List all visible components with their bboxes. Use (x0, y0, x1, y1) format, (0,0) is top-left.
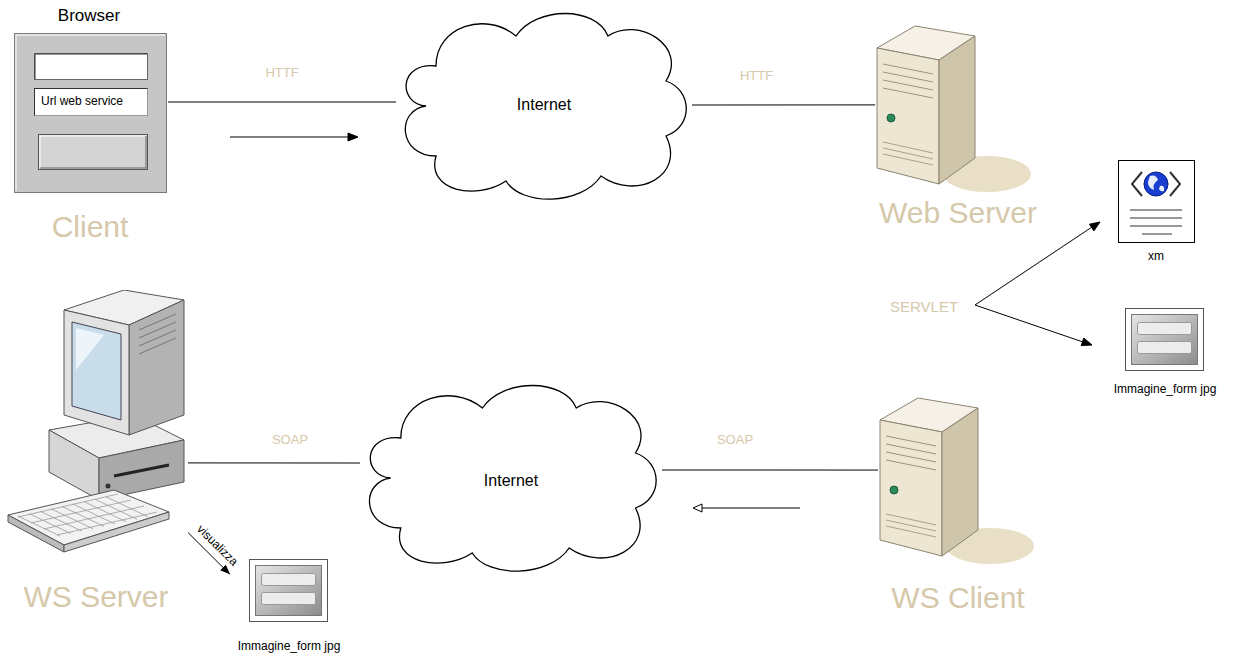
drawing-part (40, 136, 146, 168)
label-text: Immagine_form jpg (1114, 383, 1217, 397)
internet-cloud: Internet (396, 6, 692, 206)
xml-file: xm (1112, 158, 1202, 270)
drawing-part (139, 314, 176, 354)
browser-window: BrowserClient Url web service (10, 6, 168, 246)
web-server: Web Server (875, 8, 1041, 236)
drawing-part (886, 514, 936, 537)
connector-line (692, 104, 875, 105)
drawing-part (250, 560, 328, 622)
drawing-part (49, 430, 99, 500)
servlet-label: SERVLET (890, 298, 958, 315)
drawing-part (701, 508, 800, 509)
drawing-part (1126, 309, 1204, 371)
drawing-part (1144, 172, 1168, 196)
drawing-part (18, 494, 157, 536)
drawing-part (348, 133, 358, 141)
drawing-part (114, 465, 169, 476)
edge-label: SOAP (715, 433, 755, 448)
drawing-part (76, 328, 104, 370)
server-illustration (875, 8, 1035, 203)
drawing-part (1130, 210, 1182, 234)
drawing-part (106, 484, 111, 489)
form-image: Immagine_form jpg (1095, 305, 1235, 400)
servlet-arrows (975, 222, 1100, 346)
drawing-part (1132, 315, 1198, 365)
drawing-part (880, 398, 1034, 564)
drawing-part (1148, 176, 1164, 192)
drawing-part (262, 593, 316, 605)
drawing-part (230, 137, 350, 138)
label-text: WS Server (23, 580, 168, 615)
drawing-part (262, 574, 316, 586)
internet-cloud: Internet (360, 378, 662, 578)
label-text: Web Server (879, 196, 1037, 231)
drawing-part (890, 486, 898, 494)
drawing-part (883, 142, 933, 165)
drawing-part (1119, 161, 1195, 243)
label-text: Internet (484, 472, 538, 490)
drawing-part (939, 36, 975, 184)
drawing-part (1138, 342, 1192, 354)
label-text: Browser (58, 6, 120, 26)
drawing-part (942, 408, 978, 556)
connector-line (188, 462, 360, 463)
drawing-part (40, 136, 146, 168)
drawing-part (877, 48, 939, 184)
drawing-part (1138, 323, 1192, 335)
drawing-part (880, 420, 942, 556)
edge-label: SOAP (270, 432, 310, 447)
drawing-part (886, 436, 936, 470)
drawing-part (975, 305, 1083, 342)
drawing-part (883, 64, 933, 98)
edge-label: visualizza (192, 521, 241, 570)
connector-line (662, 470, 878, 471)
drawing-part (256, 566, 322, 616)
label-text: Client (52, 210, 129, 245)
direction-arrow (230, 133, 358, 141)
drawing-part (129, 300, 184, 435)
drawing-part (1081, 338, 1092, 346)
drawing-part (35, 54, 147, 79)
edge-label: HTTF (263, 66, 300, 81)
xml-illustration (1112, 158, 1202, 248)
drawing-part (64, 310, 129, 435)
drawing-part (16, 35, 165, 191)
drawing-part (1090, 222, 1101, 231)
drawing-part (975, 227, 1092, 305)
form-image-illustration (249, 559, 339, 629)
label-text: xm (1148, 250, 1164, 264)
drawing-part (1132, 172, 1180, 196)
label-text: Url web service (41, 95, 123, 109)
url-field: Url web service (34, 88, 148, 116)
drawing-part (64, 512, 169, 552)
connector-line (168, 102, 396, 103)
label-text: Internet (517, 96, 571, 114)
computer-illustration (4, 290, 188, 575)
edge-label: HTTF (738, 68, 775, 83)
drawing-part (35, 54, 148, 80)
label-text: Immagine_form jpg (238, 640, 341, 654)
drawing-part (877, 26, 1031, 192)
drawing-part (369, 386, 656, 572)
form-image-illustration (1125, 308, 1215, 378)
direction-arrow (693, 504, 800, 512)
ws-client-server: WS Client (878, 375, 1038, 620)
drawing-part (887, 114, 895, 122)
drawing-part (15, 34, 167, 193)
form-image: Immagine_form jpg (230, 556, 360, 658)
server-illustration (878, 375, 1038, 575)
drawing-part (405, 14, 686, 200)
drawing-part (39, 135, 148, 170)
drawing-part (72, 322, 121, 420)
drawing-part (8, 490, 169, 545)
label-text: WS Client (891, 581, 1024, 616)
ws-server-computer: WS Server (4, 290, 188, 620)
drawing-part (693, 504, 702, 512)
